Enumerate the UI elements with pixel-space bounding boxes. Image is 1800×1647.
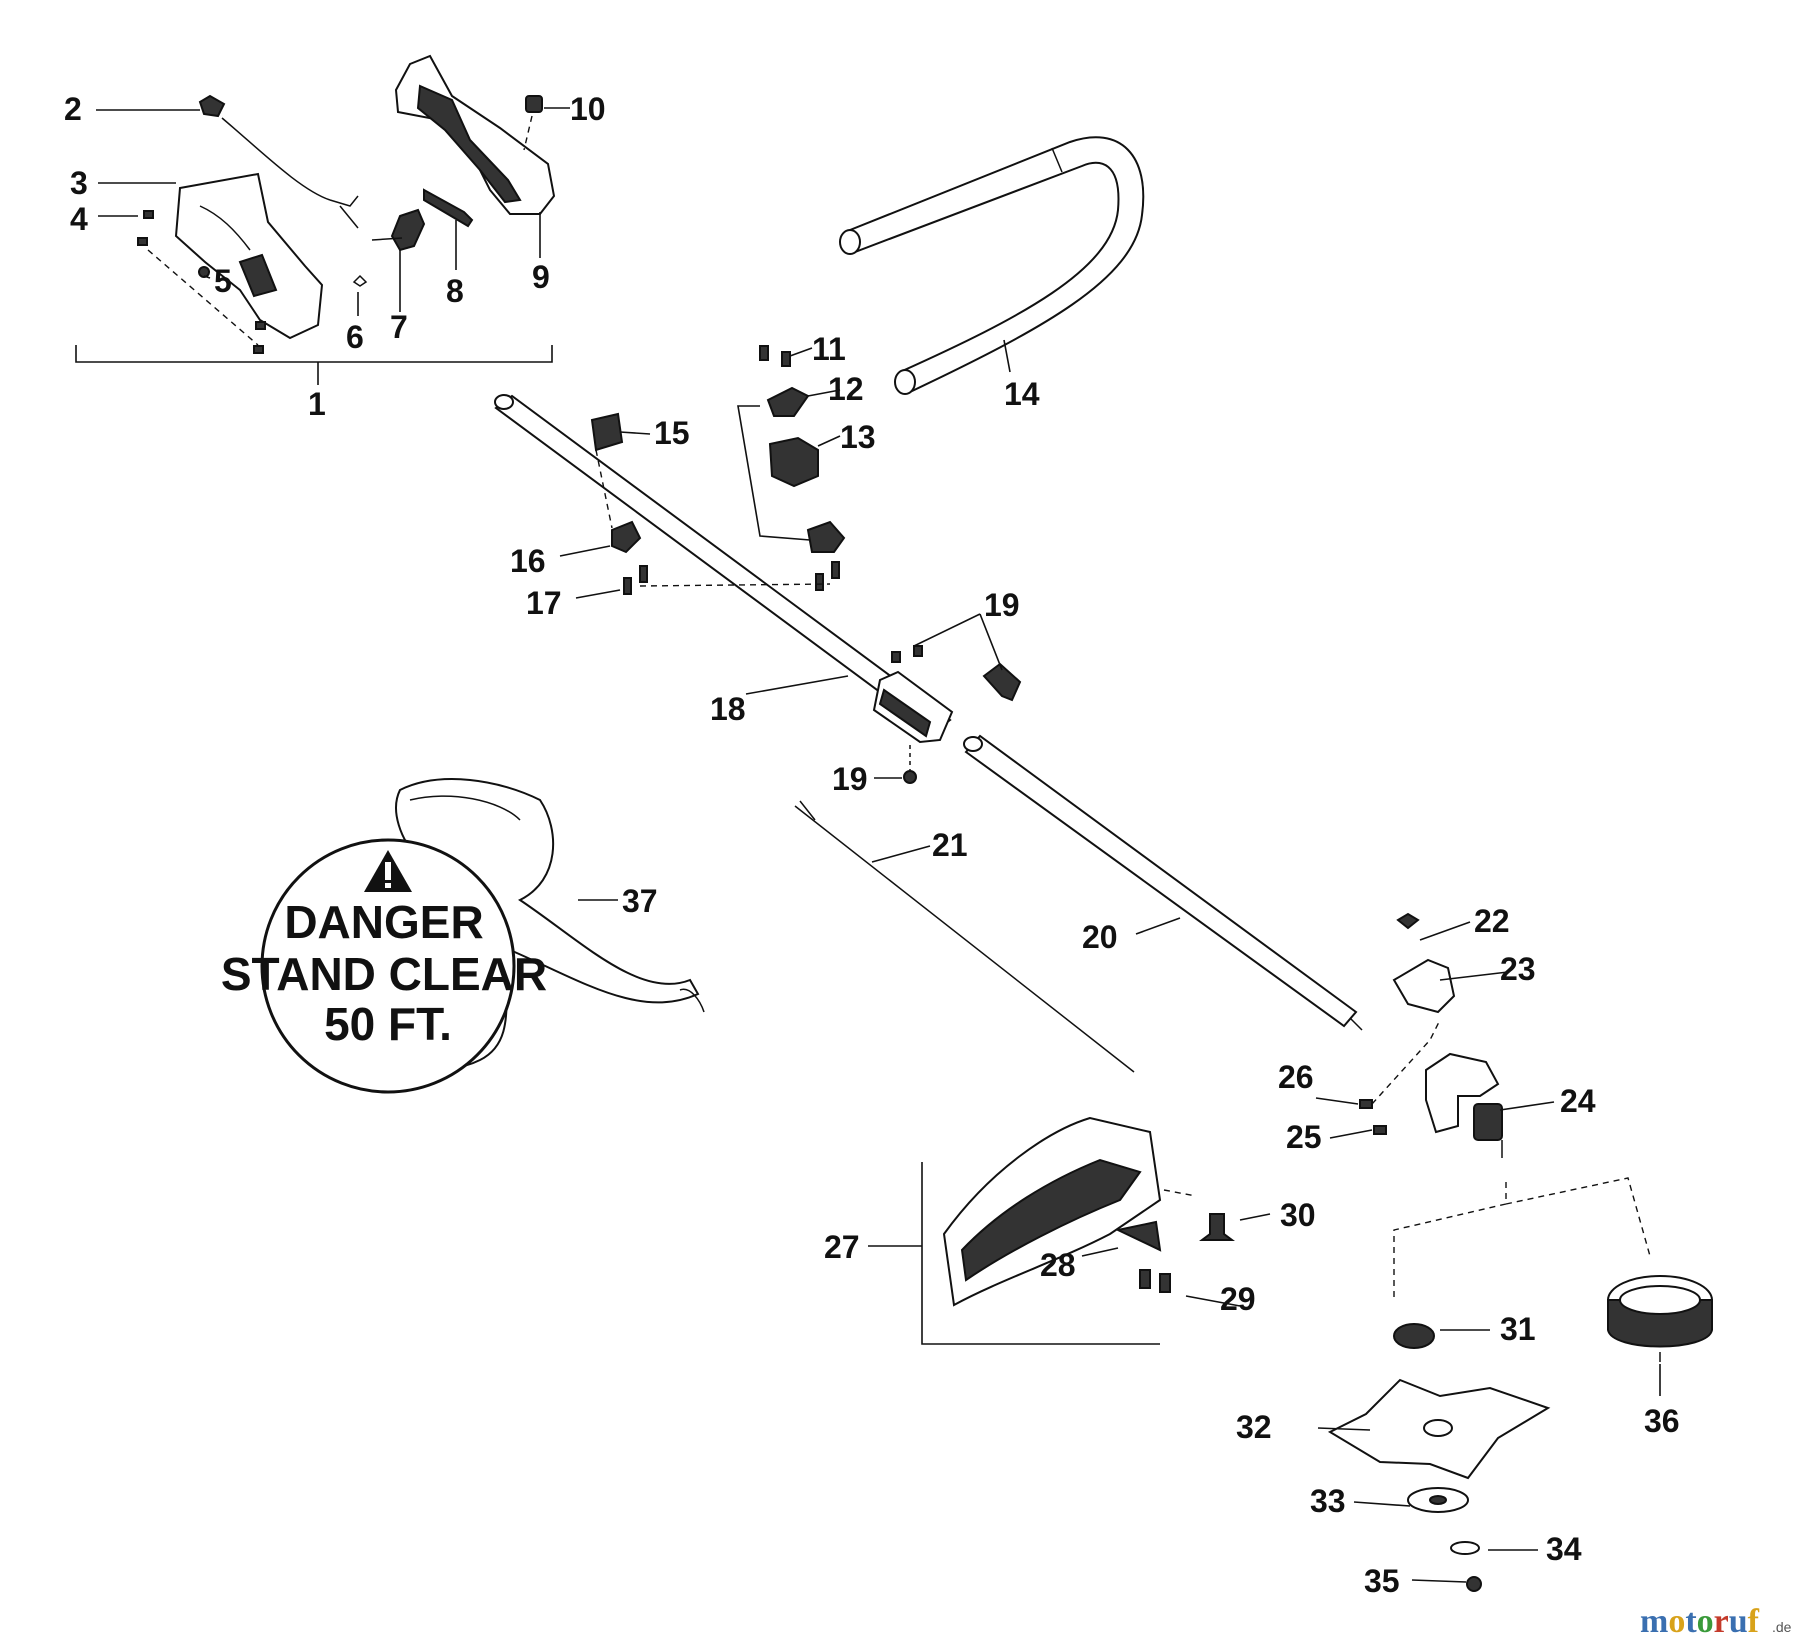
handlebar: [839, 136, 1145, 395]
callout-8: 8: [446, 273, 464, 309]
callout-5: 5: [214, 263, 232, 299]
callout-18: 18: [710, 691, 746, 727]
danger-sign: DANGER STAND CLEAR 50 FT.: [221, 838, 547, 1094]
upper-shaft: [494, 394, 1022, 784]
leader-lines: [96, 107, 1661, 1583]
danger-line-1: DANGER: [284, 896, 483, 948]
callout-17: 17: [526, 585, 562, 621]
callout-30: 30: [1280, 1197, 1316, 1233]
callout-1: 1: [308, 386, 326, 422]
callout-26: 26: [1278, 1059, 1314, 1095]
callout-labels: 1 2 3 4 5 6 7 8 9 10 11 12 13 14 15 16 1…: [64, 91, 1680, 1599]
watermark-logo: motoruf .de: [1640, 1603, 1792, 1640]
callout-13: 13: [840, 419, 876, 455]
callout-19-lower: 19: [832, 761, 868, 797]
callout-6: 6: [346, 319, 364, 355]
danger-line-3: 50 FT.: [324, 998, 452, 1050]
callout-21: 21: [932, 827, 968, 863]
callout-14: 14: [1004, 376, 1040, 412]
callout-2: 2: [64, 91, 82, 127]
callout-36: 36: [1644, 1403, 1680, 1439]
callout-22: 22: [1474, 903, 1510, 939]
callout-3: 3: [70, 165, 88, 201]
handle-clamp-parts: [737, 345, 846, 553]
callout-37: 37: [622, 883, 658, 919]
callout-25: 25: [1286, 1119, 1322, 1155]
callout-4: 4: [70, 201, 88, 237]
callout-27: 27: [824, 1229, 860, 1265]
callout-24: 24: [1560, 1083, 1596, 1119]
callout-12: 12: [828, 371, 864, 407]
callout-28: 28: [1040, 1247, 1076, 1283]
callout-32: 32: [1236, 1409, 1272, 1445]
callout-11: 11: [812, 331, 846, 367]
callout-20: 20: [1082, 919, 1118, 955]
callout-15: 15: [654, 415, 690, 451]
callout-16: 16: [510, 543, 546, 579]
svg-text:.de: .de: [1772, 1619, 1792, 1635]
callout-33: 33: [1310, 1483, 1346, 1519]
callout-35: 35: [1364, 1563, 1400, 1599]
svg-text:motoruf: motoruf: [1640, 1603, 1760, 1640]
callout-9: 9: [532, 259, 550, 295]
grass-guard: [921, 1116, 1235, 1345]
callout-31: 31: [1500, 1311, 1536, 1347]
callout-19-upper: 19: [984, 587, 1020, 623]
callout-34: 34: [1546, 1531, 1582, 1567]
callout-10: 10: [570, 91, 606, 127]
callout-29: 29: [1220, 1281, 1256, 1317]
gear-head: [1359, 912, 1503, 1158]
lower-shaft: [794, 734, 1363, 1073]
callout-23: 23: [1500, 951, 1536, 987]
rear-handle-assembly: [75, 54, 556, 385]
danger-line-2: STAND CLEAR: [221, 948, 547, 1000]
callout-7: 7: [390, 309, 408, 345]
cutting-attachments: [1327, 1177, 1713, 1592]
